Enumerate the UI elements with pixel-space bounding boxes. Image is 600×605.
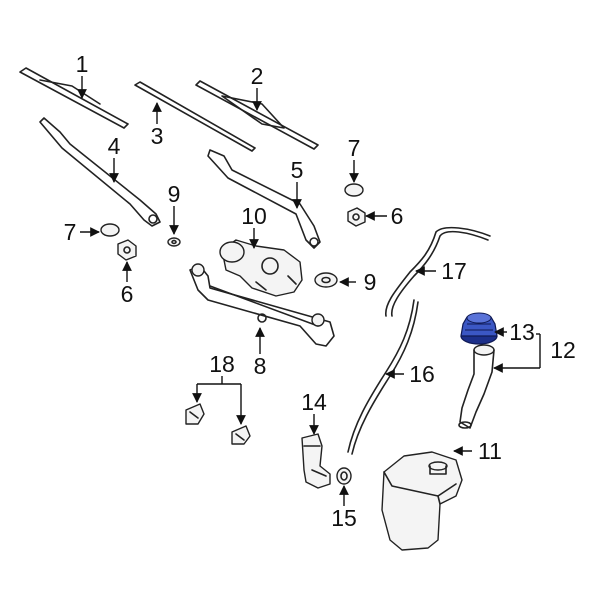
- wiper-arm-right: [207, 149, 321, 249]
- callout-2: 2: [251, 63, 264, 89]
- clip-right: [231, 425, 251, 445]
- filler-cap-highlighted: [460, 312, 498, 345]
- clip-left: [185, 403, 205, 425]
- nut-right: [347, 207, 366, 227]
- wiper-linkage: [189, 263, 335, 347]
- callout-18: 18: [209, 351, 235, 377]
- callout-11: 11: [478, 438, 502, 464]
- callout-10: 10: [241, 203, 267, 229]
- pivot-cap-left: [100, 223, 120, 237]
- pump-grommet: [336, 467, 352, 485]
- washer-hose-upper: [385, 226, 491, 317]
- wiper-blade-right: [195, 80, 319, 150]
- callout-4: 4: [108, 133, 121, 159]
- washer-hose-lower: [347, 299, 419, 455]
- callout-7-left: 7: [64, 219, 77, 245]
- wiper-blade-left: [19, 67, 129, 129]
- washer-left: [167, 237, 181, 247]
- callout-8: 8: [254, 353, 267, 379]
- callout-labels: 1 2 3 4 5 7 6 7 6 9 9 10 8 17 16 13 12 1…: [64, 51, 576, 531]
- callout-6-right: 6: [391, 203, 404, 229]
- callout-5: 5: [291, 157, 304, 183]
- pivot-cap-right: [344, 183, 364, 197]
- filler-neck: [458, 344, 495, 429]
- callout-6-left: 6: [121, 281, 134, 307]
- callout-7-right: 7: [348, 135, 361, 161]
- callout-12: 12: [550, 337, 576, 363]
- callout-13: 13: [509, 319, 535, 345]
- wiper-arm-left: [39, 117, 161, 227]
- callout-9-right: 9: [364, 269, 377, 295]
- callout-16: 16: [409, 361, 435, 387]
- callout-3: 3: [151, 123, 164, 149]
- callout-14: 14: [301, 389, 327, 415]
- washer-reservoir: [381, 451, 463, 551]
- wiper-motor: [219, 239, 303, 297]
- callout-1: 1: [76, 51, 89, 77]
- callout-9-left: 9: [168, 181, 181, 207]
- leader-lines: [77, 76, 541, 506]
- nut-left: [117, 239, 137, 261]
- washer-pump: [301, 433, 331, 489]
- callout-15: 15: [331, 505, 357, 531]
- callout-17: 17: [441, 258, 467, 284]
- washer-right: [314, 272, 338, 288]
- wiper-blade-refill: [134, 81, 256, 152]
